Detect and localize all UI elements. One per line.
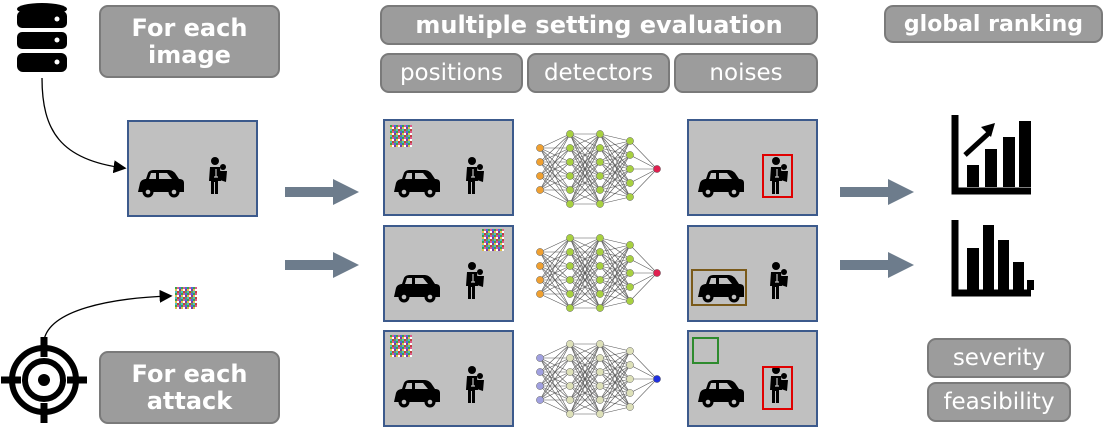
feasibility-label: feasibility [927,382,1071,422]
bar-chart-icon [951,220,1034,297]
person-detection-box [762,154,793,198]
patched-image-top-left [383,119,514,216]
adversarial-patch-icon [390,335,412,357]
detection-output-3 [687,330,818,427]
input-image [127,120,258,217]
noises-label: noises [674,53,818,93]
global-ranking-label: global ranking [884,5,1103,43]
detection-output-1 [687,119,818,216]
detection-output-2 [687,225,818,322]
neural-network-icon [536,130,661,208]
person-detection-box [762,366,793,410]
empty-detection-box [692,337,719,364]
neural-network-icon-2 [536,234,661,312]
evaluation-to-ranking-arrow [840,179,914,205]
adversarial-patch-icon [390,125,412,147]
patched-image-bottom [383,330,514,427]
for-each-image-label: For each image [99,5,280,78]
image-to-evaluation-arrow [285,179,359,205]
multiple-setting-evaluation-label: multiple setting evaluation [380,5,818,45]
target-icon [1,337,87,423]
adversarial-patch-icon [482,229,504,251]
severity-label: severity [927,338,1071,378]
target-to-patch-arrow [43,289,173,341]
detectors-label: detectors [527,53,670,93]
evaluation-to-ranking-arrow-2 [840,252,914,278]
rising-chart-icon [951,115,1031,195]
neural-network-icon-3 [536,340,661,418]
patched-image-top-right [383,225,514,322]
attack-to-evaluation-arrow [285,252,359,278]
adversarial-patch-icon [175,287,197,309]
positions-label: positions [380,53,523,93]
database-to-image-arrow [41,77,127,174]
for-each-attack-label: For each attack [99,351,280,424]
car-detection-box [691,269,747,306]
database-icon [17,3,67,72]
